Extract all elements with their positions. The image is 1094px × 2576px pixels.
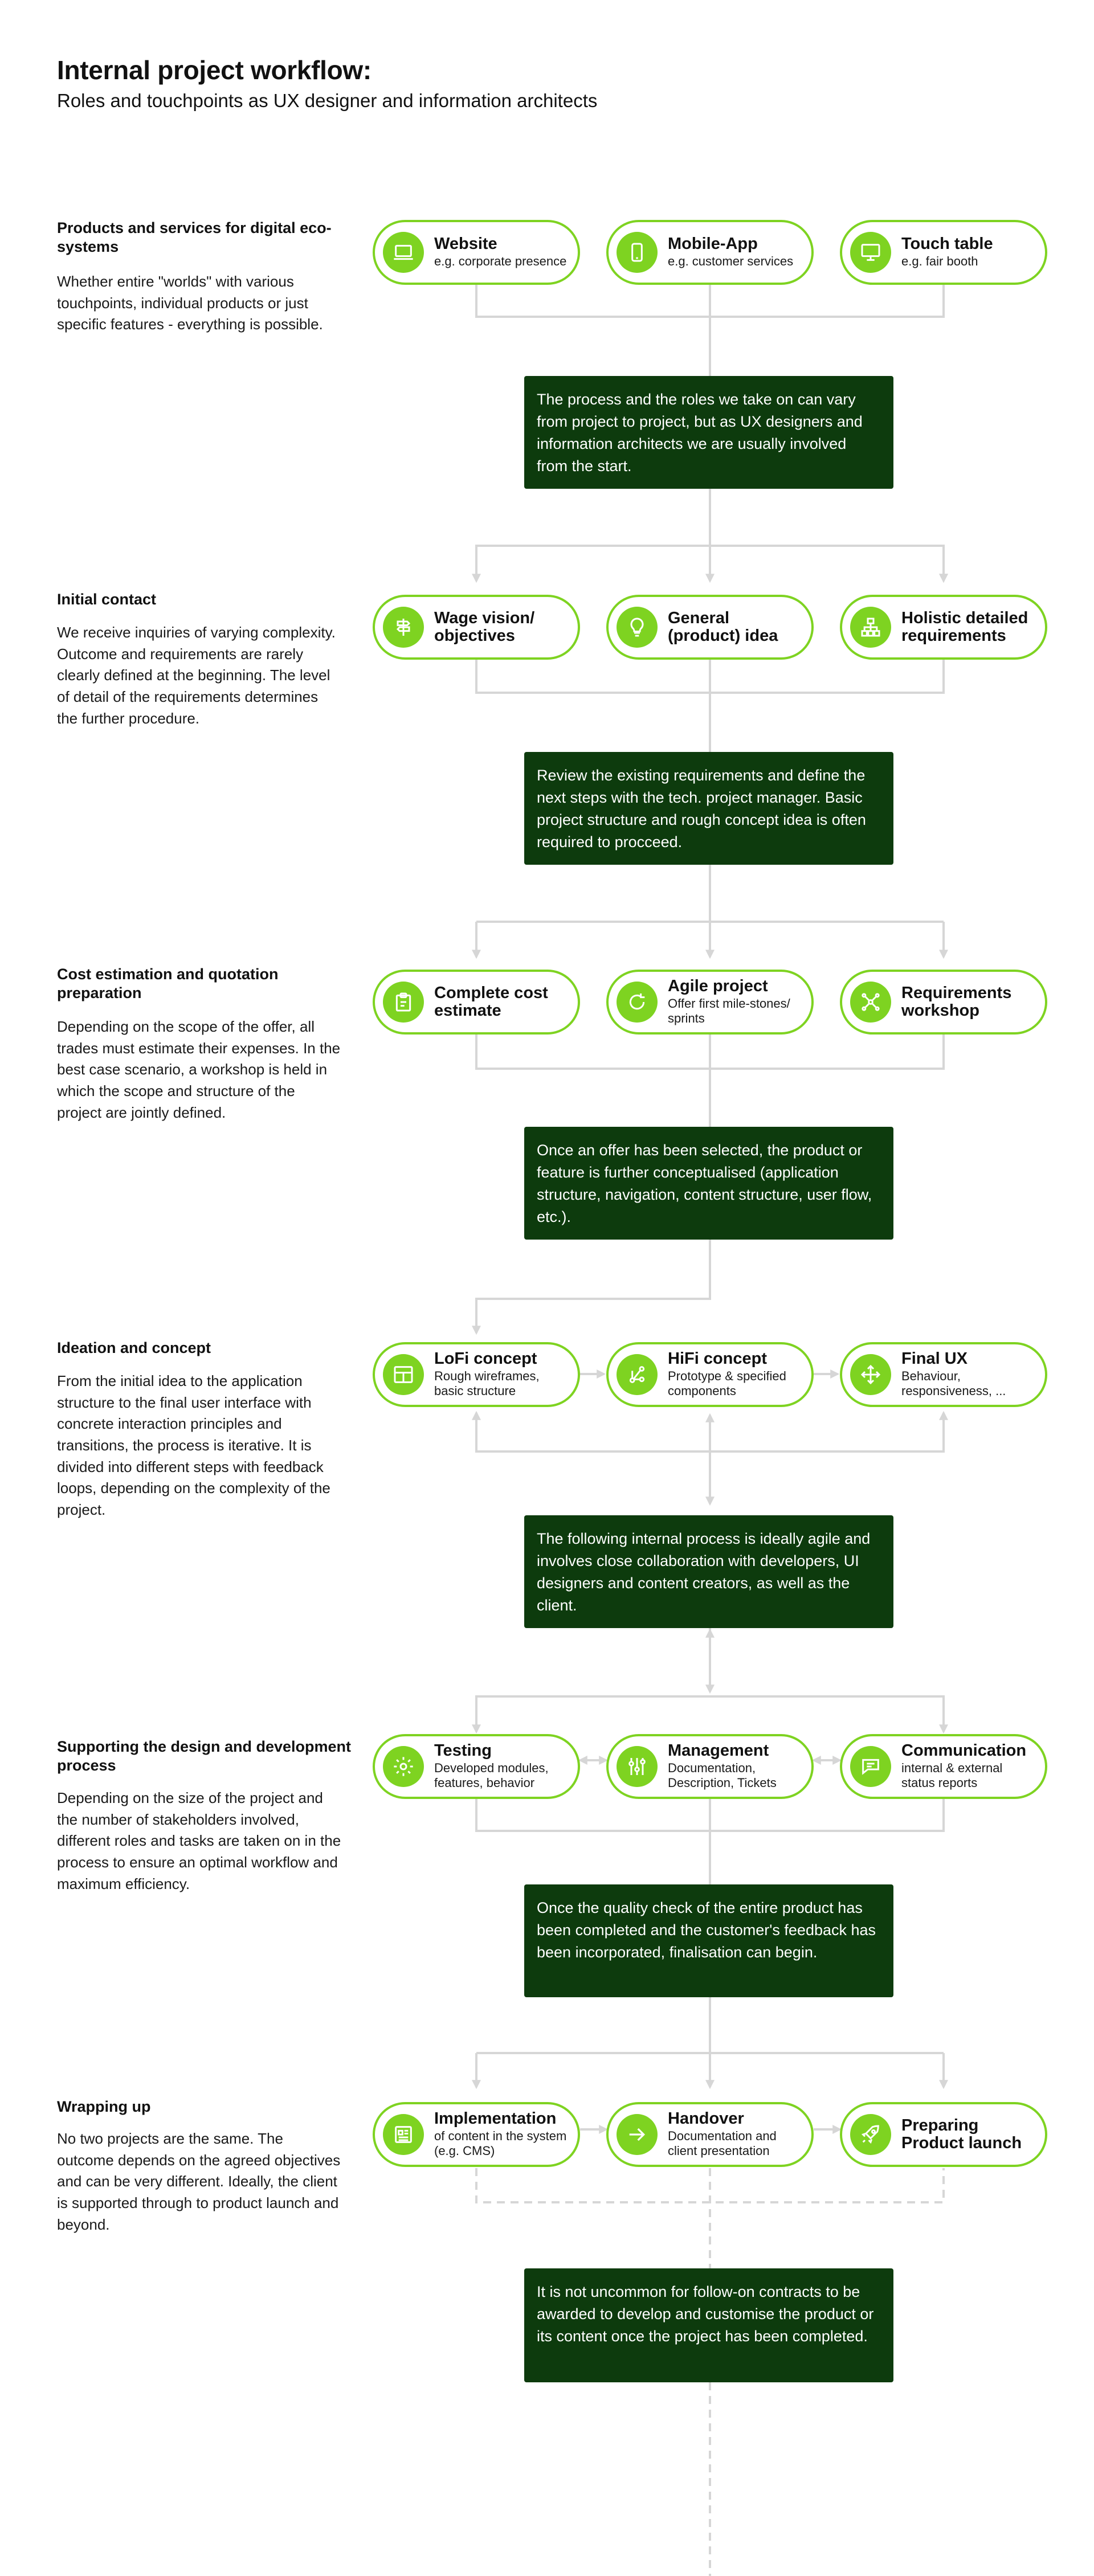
node-sub: Prototype & specified components — [668, 1368, 786, 1399]
node-label: Handover — [668, 2109, 744, 2128]
node-management[interactable]: Management Documentation, Description, T… — [606, 1734, 814, 1799]
node-handover[interactable]: Handover Documentation and client presen… — [606, 2102, 814, 2167]
node-label: Final UX — [901, 1350, 968, 1368]
node-label: Mobile-App — [668, 235, 758, 253]
section-desc-initial-contact: We receive inquiries of varying complexi… — [57, 624, 336, 727]
node-sub: Documentation, Description, Tickets — [668, 1760, 777, 1790]
node-general-idea[interactable]: General (product) idea — [606, 595, 814, 660]
note-box: Review the existing requirements and def… — [524, 752, 893, 865]
node-requirements-workshop[interactable]: Requirements workshop — [840, 970, 1047, 1035]
gear-icon — [383, 1746, 424, 1787]
node-label: Website — [434, 235, 497, 253]
node-label: Agile project — [668, 977, 768, 996]
node-label: Preparing Product launch — [901, 2116, 1022, 2152]
node-label: Testing — [434, 1741, 492, 1760]
section-title-wrapping-up: Wrapping up — [57, 2098, 151, 2115]
node-label: Management — [668, 1741, 769, 1760]
node-sub: of content in the system (e.g. CMS) — [434, 2128, 567, 2158]
note-box: It is not uncommon for follow-on contrac… — [524, 2268, 893, 2382]
note-box: Once the quality check of the entire pro… — [524, 1884, 893, 1997]
node-label: Communication — [901, 1741, 1027, 1760]
note-box: Once an offer has been selected, the pro… — [524, 1127, 893, 1240]
node-sub: e.g. customer services — [668, 254, 794, 269]
node-sub: Developed modules, features, behavior — [434, 1760, 549, 1790]
node-sub: internal & external status reports — [901, 1760, 1003, 1790]
node-final-ux[interactable]: Final UX Behaviour, responsiveness, ... — [840, 1342, 1047, 1407]
node-implementation[interactable]: Implementation of content in the system … — [373, 2102, 580, 2167]
section-title-supporting: Supporting the design and development pr… — [57, 1738, 352, 1774]
node-communication[interactable]: Communication internal & external status… — [840, 1734, 1047, 1799]
node-lofi-concept[interactable]: LoFi concept Rough wireframes, basic str… — [373, 1342, 580, 1407]
arrow-right-icon — [617, 2114, 658, 2155]
node-label: HiFi concept — [668, 1350, 768, 1368]
node-product-launch[interactable]: Preparing Product launch — [840, 2102, 1047, 2167]
section-desc-wrapping-up: No two projects are the same. The outcom… — [57, 2130, 341, 2233]
section-title-ecosystems: Products and services for digital eco-sy… — [57, 219, 332, 255]
node-agile-project[interactable]: Agile project Offer first mile-stones/ s… — [606, 970, 814, 1035]
node-sub: e.g. corporate presence — [434, 254, 567, 269]
hierarchy-icon — [850, 607, 891, 648]
node-hifi-concept[interactable]: HiFi concept Prototype & specified compo… — [606, 1342, 814, 1407]
node-label: Touch table — [901, 235, 993, 253]
section-title-cost-estimation: Cost estimation and quotation preparatio… — [57, 966, 279, 1001]
node-sub: e.g. fair booth — [901, 254, 978, 269]
section-title-ideation: Ideation and concept — [57, 1339, 211, 1356]
node-label: Wage vision/ objectives — [434, 609, 535, 645]
node-label: Complete cost estimate — [434, 984, 548, 1020]
page-subtitle: Roles and touchpoints as UX designer and… — [57, 90, 598, 111]
monitor-icon — [850, 232, 891, 273]
section-desc-ideation: From the initial idea to the application… — [57, 1372, 330, 1519]
network-icon — [850, 982, 891, 1023]
node-testing[interactable]: Testing Developed modules, features, beh… — [373, 1734, 580, 1799]
node-wage-vision[interactable]: Wage vision/ objectives — [373, 595, 580, 660]
node-label: LoFi concept — [434, 1350, 537, 1368]
note-box: The following internal process is ideall… — [524, 1515, 893, 1628]
node-sub: Documentation and client presentation — [668, 2128, 777, 2158]
node-mobile-app[interactable]: Mobile-App e.g. customer services — [606, 220, 814, 285]
page-title: Internal project workflow: — [57, 55, 372, 85]
node-label: General (product) idea — [668, 609, 778, 645]
wireframe-icon — [383, 1354, 424, 1395]
lightbulb-icon — [617, 607, 658, 648]
cycle-icon — [617, 982, 658, 1023]
section-desc-cost-estimation: Depending on the scope of the offer, all… — [57, 1018, 341, 1121]
node-sub: Rough wireframes, basic structure — [434, 1368, 540, 1399]
laptop-icon — [383, 232, 424, 273]
node-touch-table[interactable]: Touch table e.g. fair booth — [840, 220, 1047, 285]
smartphone-icon — [617, 232, 658, 273]
note-box: The process and the roles we take on can… — [524, 376, 893, 489]
signpost-icon — [383, 607, 424, 648]
node-sub: Offer first mile-stones/ sprints — [668, 996, 790, 1026]
sliders-icon — [617, 1746, 658, 1787]
node-label: Holistic detailed requirements — [901, 609, 1028, 645]
clipboard-icon — [383, 982, 424, 1023]
node-website[interactable]: Website e.g. corporate presence — [373, 220, 580, 285]
node-cost-estimate[interactable]: Complete cost estimate — [373, 970, 580, 1035]
node-sub: Behaviour, responsiveness, ... — [901, 1368, 1006, 1399]
section-desc-supporting: Depending on the size of the project and… — [57, 1789, 341, 1892]
node-holistic-requirements[interactable]: Holistic detailed requirements — [840, 595, 1047, 660]
node-label: Requirements workshop — [901, 984, 1012, 1020]
node-label: Implementation — [434, 2109, 557, 2128]
flow-icon — [617, 1354, 658, 1395]
document-icon — [383, 2114, 424, 2155]
rocket-icon — [850, 2114, 891, 2155]
move-icon — [850, 1354, 891, 1395]
section-desc-ecosystems: Whether entire "worlds" with various tou… — [57, 273, 323, 333]
section-title-initial-contact: Initial contact — [57, 591, 157, 608]
chat-icon — [850, 1746, 891, 1787]
